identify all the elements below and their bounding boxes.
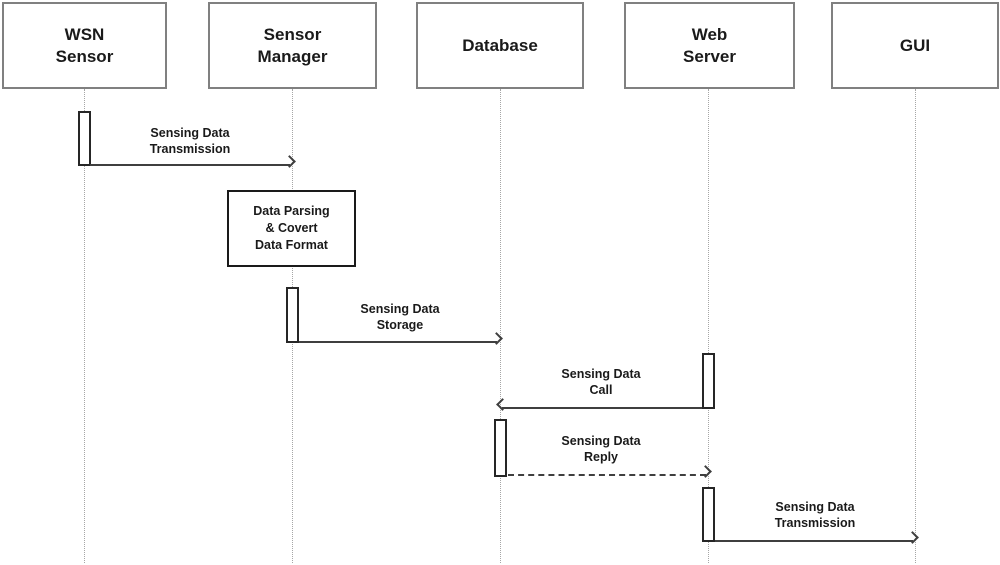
actor-database: Database bbox=[416, 2, 584, 89]
activation-web-server-1 bbox=[702, 353, 715, 409]
message-arrow-sensing-data-call bbox=[496, 398, 702, 411]
arrowhead-right-icon bbox=[699, 465, 712, 478]
message-label-sensing-data-storage: Sensing Data Storage bbox=[360, 302, 440, 332]
actor-sensor-manager: Sensor Manager bbox=[208, 2, 377, 89]
message-arrow-sensing-data-transmission-1 bbox=[90, 155, 296, 168]
actor-wsn-sensor: WSN Sensor bbox=[2, 2, 167, 89]
activation-sensor-manager bbox=[286, 287, 299, 343]
activation-wsn-sensor bbox=[78, 111, 91, 166]
message-label-sensing-data-transmission-1: Sensing Data Transmission bbox=[149, 126, 231, 156]
message-label-sensing-data-reply: Sensing Data Reply bbox=[561, 434, 641, 464]
note-data-parsing: Data Parsing & Covert Data Format bbox=[227, 190, 356, 267]
lifeline-gui bbox=[915, 89, 916, 563]
arrowhead-right-icon bbox=[283, 155, 296, 168]
message-arrow-sensing-data-storage bbox=[299, 332, 503, 345]
message-label-sensing-data-call: Sensing Data Call bbox=[561, 367, 641, 397]
lifeline-web-server bbox=[708, 89, 709, 563]
message-arrow-sensing-data-transmission-2 bbox=[715, 531, 919, 544]
arrowhead-left-icon bbox=[496, 398, 509, 411]
actor-gui: GUI bbox=[831, 2, 999, 89]
lifeline-wsn-sensor bbox=[84, 89, 85, 563]
activation-database bbox=[494, 419, 507, 477]
activation-web-server-2 bbox=[702, 487, 715, 542]
actor-web-server: Web Server bbox=[624, 2, 795, 89]
message-label-sensing-data-transmission-2: Sensing Data Transmission bbox=[774, 500, 856, 530]
message-arrow-sensing-data-reply bbox=[508, 465, 712, 478]
lifeline-database bbox=[500, 89, 501, 563]
arrowhead-right-icon bbox=[906, 531, 919, 544]
